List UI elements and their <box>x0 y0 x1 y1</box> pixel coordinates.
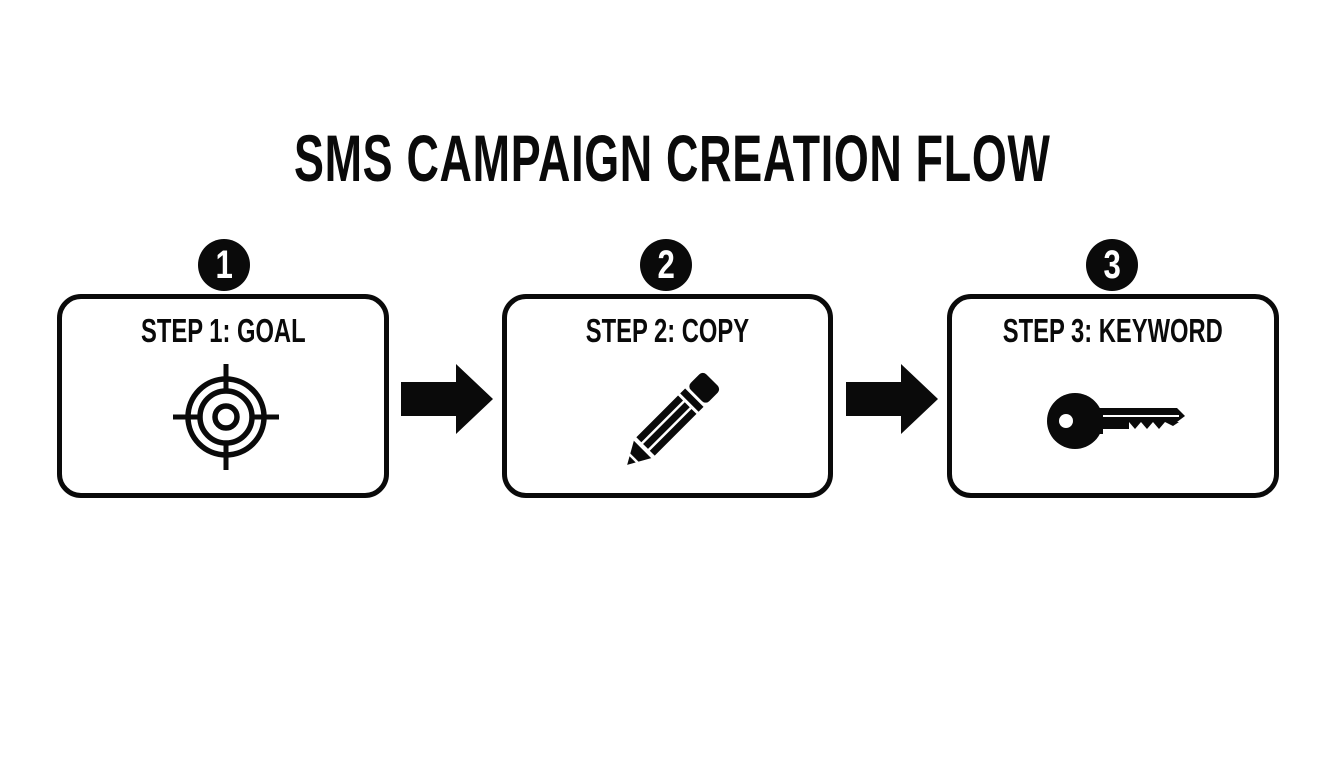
diagram-title: SMS CAMPAIGN CREATION FLOW <box>293 121 1051 195</box>
step-number-badge-2: 2 <box>640 239 692 291</box>
step-box-goal: STEP 1: GOAL <box>57 294 389 498</box>
step-box-copy: STEP 2: COPY <box>502 294 833 498</box>
target-icon <box>173 364 279 470</box>
step-label-keyword: STEP 3: KEYWORD <box>1002 312 1224 349</box>
step-label-container-3: STEP 3: KEYWORD <box>952 313 1274 349</box>
step-number-1: 1 <box>215 243 233 287</box>
diagram-title-container: SMS CAMPAIGN CREATION FLOW <box>0 118 1344 198</box>
key-icon <box>1047 393 1185 449</box>
arrow-right-icon <box>401 364 493 434</box>
step-label-copy: STEP 2: COPY <box>585 312 750 349</box>
pencil-icon <box>627 372 720 465</box>
step-label-goal: STEP 1: GOAL <box>140 312 306 349</box>
step-number-badge-1: 1 <box>198 239 250 291</box>
step-label-container-1: STEP 1: GOAL <box>62 313 384 349</box>
step-number-badge-3: 3 <box>1086 239 1138 291</box>
arrow-right-icon <box>846 364 938 434</box>
step-number-3: 3 <box>1103 243 1121 287</box>
step-number-2: 2 <box>657 243 675 287</box>
step-label-container-2: STEP 2: COPY <box>507 313 828 349</box>
step-box-keyword: STEP 3: KEYWORD <box>947 294 1279 498</box>
